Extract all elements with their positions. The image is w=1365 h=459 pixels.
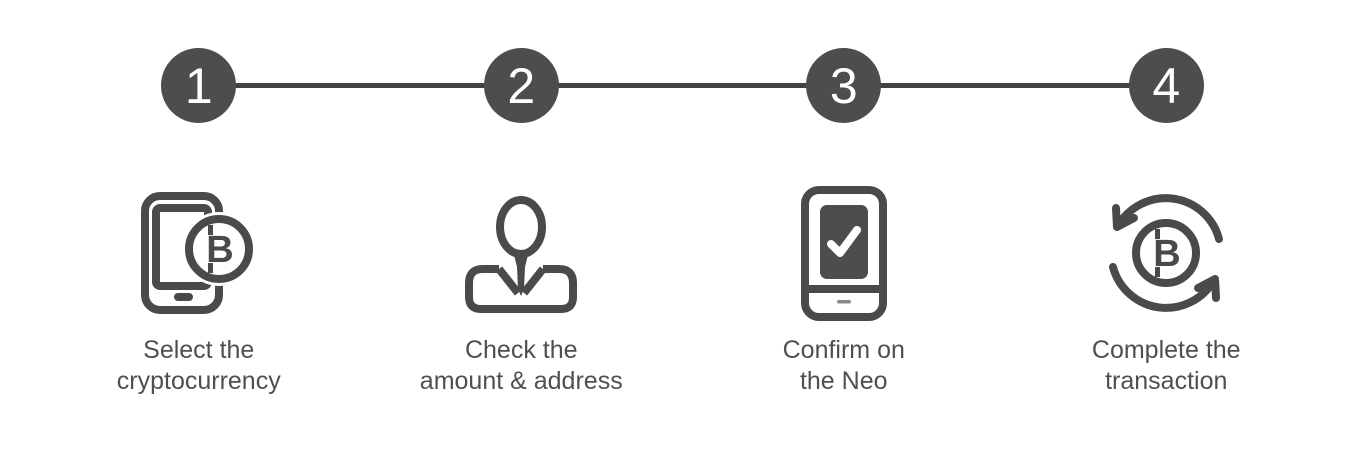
step-3-label: Confirm on the Neo — [783, 335, 905, 397]
step-3-label-line2: the Neo — [799, 367, 888, 395]
device-check-icon — [800, 185, 887, 321]
step-1-label-line1: Select the — [143, 336, 255, 364]
step-2-label: Check the amount & address — [420, 335, 623, 397]
steps-row: 1 B Select the cryptocurrency — [38, 48, 1328, 397]
step-2-badge: 2 — [483, 48, 559, 123]
step-3-badge: 3 — [806, 48, 882, 123]
step-2-number: 2 — [507, 57, 536, 114]
person-icon — [465, 196, 578, 313]
device-label-mark — [836, 299, 851, 303]
step-3-label-line1: Confirm on — [782, 336, 905, 364]
step-1-label: Select the cryptocurrency — [117, 335, 281, 397]
phone-bitcoin-icon: B — [140, 192, 256, 314]
step-4-column: 4 B Complete the transaction — [1005, 48, 1328, 397]
step-1-badge: 1 — [161, 48, 237, 123]
step-2-label-line1: Check the — [464, 336, 578, 364]
step-3-column: 3 Confirm on the Neo — [683, 48, 1006, 397]
bitcoin-cycle-icon: B — [1109, 194, 1224, 312]
step-1-label-line2: cryptocurrency — [116, 367, 281, 395]
step-4-label-line1: Complete the — [1091, 336, 1241, 364]
step-4-label: Complete the transaction — [1092, 335, 1241, 397]
step-4-badge: 4 — [1128, 48, 1204, 123]
step-1-number: 1 — [184, 57, 213, 114]
step-2-column: 2 Check the amount & address — [360, 48, 683, 397]
step-1-column: 1 B Select the cryptocurrency — [38, 48, 361, 397]
step-3-number: 3 — [829, 57, 858, 114]
crypto-purchase-steps-diagram: 1 B Select the cryptocurrency — [38, 0, 1328, 397]
step-4-number: 4 — [1152, 57, 1181, 114]
step-connector-line — [198, 83, 1167, 88]
step-2-label-line2: amount & address — [419, 367, 623, 395]
step-4-label-line2: transaction — [1105, 367, 1228, 395]
